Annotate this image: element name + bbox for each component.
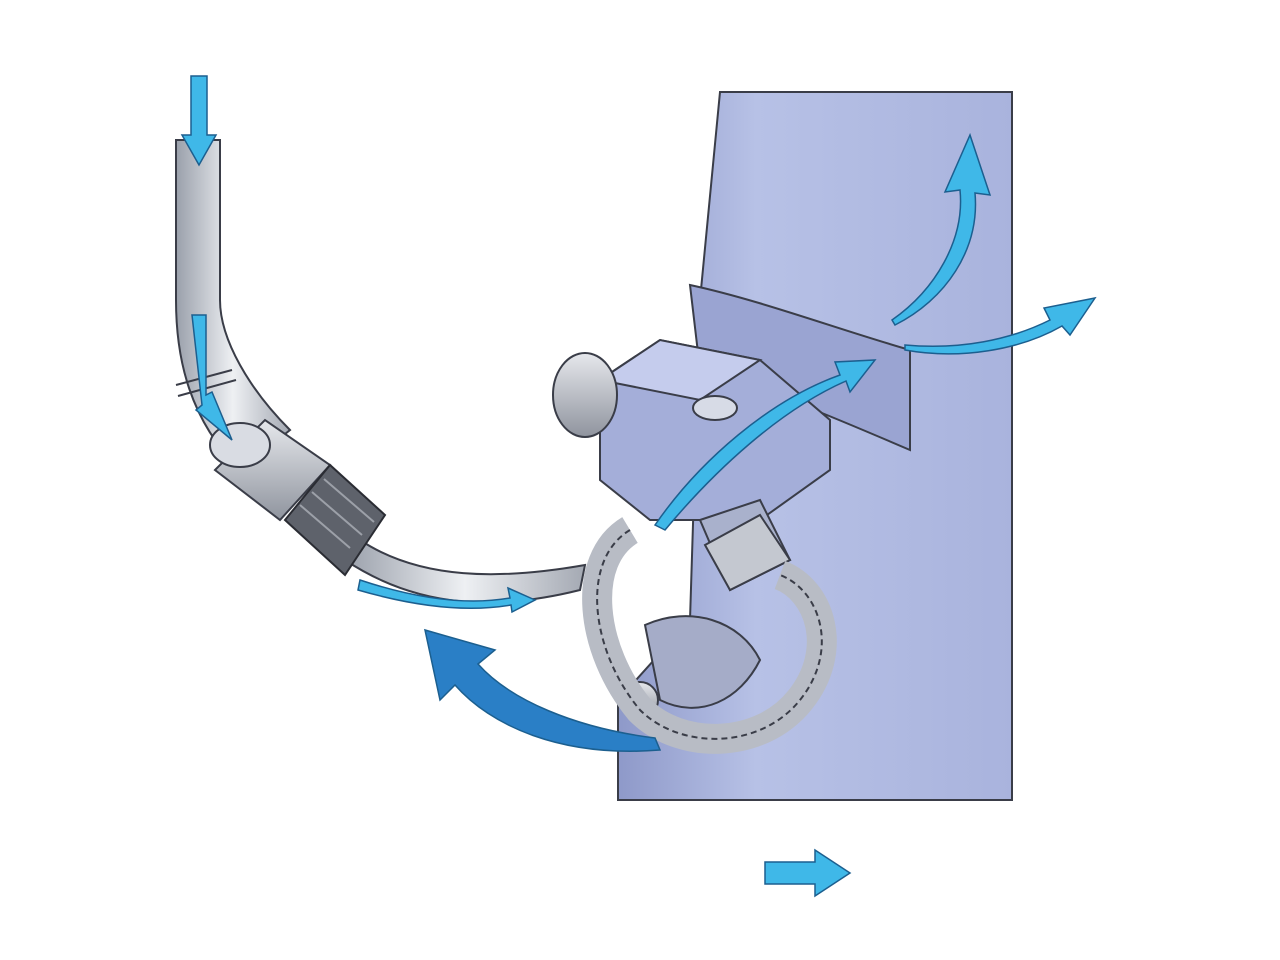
legend-flow-arrow-icon	[764, 848, 852, 898]
loop-ring-icon	[582, 517, 837, 754]
flow-arrow-up-icon	[653, 132, 1097, 531]
flow-arrow-in-icon	[180, 75, 537, 614]
supply-hose-icon	[175, 139, 587, 604]
return-arrow-icon	[424, 628, 662, 752]
knurled-nut-icon	[283, 463, 792, 592]
